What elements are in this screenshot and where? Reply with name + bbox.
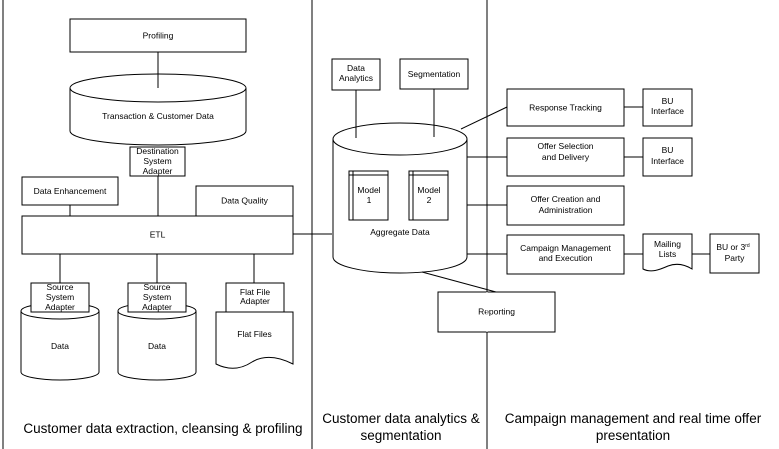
data-2-label: Data — [148, 341, 166, 351]
reporting-label: Reporting — [478, 307, 515, 317]
section-label-extraction: Customer data extraction, cleansing & pr… — [23, 421, 302, 436]
bu-interface-2-line2: Interface — [651, 156, 684, 166]
section-label-analytics-line1: Customer data analytics & — [322, 411, 480, 426]
connector-aggregate-response — [460, 106, 508, 130]
source-data-db-1[interactable]: Data — [20, 302, 100, 381]
model-2[interactable]: Model 2 — [408, 170, 449, 221]
aggregate-data-label: Aggregate Data — [370, 227, 430, 237]
destination-system-adapter[interactable]: Destination System Adapter — [129, 146, 186, 177]
data-enhancement-label: Data Enhancement — [34, 186, 107, 196]
data-quality-box[interactable]: Data Quality — [195, 185, 294, 217]
segmentation-box[interactable]: Segmentation — [399, 58, 469, 90]
model-2-line2: 2 — [427, 195, 432, 205]
campaign-management-box[interactable]: Campaign Management and Execution — [506, 234, 625, 275]
model-1[interactable]: Model 1 — [348, 170, 389, 221]
destination-adapter-line2: System — [143, 156, 171, 166]
source-adapter-1-line2: System — [46, 292, 74, 302]
mailing-lists-line1: Mailing — [654, 239, 681, 249]
source-adapter-2-line1: Source — [144, 282, 171, 292]
response-tracking-label: Response Tracking — [529, 103, 602, 113]
bu-third-party-line1: BU or 3rd — [716, 242, 749, 252]
section-label-campaign-line2: presentation — [596, 428, 670, 443]
bu-interface-1[interactable]: BU Interface — [642, 88, 693, 127]
campaign-mgmt-line2: and Execution — [539, 253, 593, 263]
offer-creation-line2: Administration — [539, 205, 593, 215]
bu-third-party-line2: Party — [725, 253, 746, 263]
flat-files-document[interactable]: Flat Files — [215, 311, 294, 369]
transaction-customer-db[interactable]: Transaction & Customer Data — [69, 73, 247, 146]
source-adapter-2-line3: Adapter — [142, 302, 172, 312]
data-1-label: Data — [51, 341, 69, 351]
destination-adapter-line1: Destination — [136, 146, 179, 156]
offer-creation-box[interactable]: Offer Creation and Administration — [506, 185, 625, 226]
offer-selection-line2: and Delivery — [542, 152, 590, 162]
section-label-analytics-line2: segmentation — [360, 428, 441, 443]
source-data-db-2[interactable]: Data — [117, 302, 197, 381]
campaign-mgmt-line1: Campaign Management — [520, 243, 611, 253]
data-analytics-box[interactable]: Data Analytics — [331, 58, 381, 91]
profiling-box[interactable]: Profiling — [69, 18, 247, 53]
mailing-lists-document[interactable]: Mailing Lists — [642, 233, 693, 272]
source-system-adapter-2[interactable]: Source System Adapter — [127, 282, 187, 313]
bu-third-party-superscript: rd — [745, 243, 750, 249]
source-adapter-1-line1: Source — [47, 282, 74, 292]
model-2-line1: Model — [417, 185, 440, 195]
flat-file-adapter-line1: Flat File — [240, 287, 271, 297]
data-enhancement-box[interactable]: Data Enhancement — [21, 176, 119, 206]
bu-interface-2-line1: BU — [662, 145, 674, 155]
bu-third-party-text: BU or 3 — [716, 242, 745, 252]
connector-aggregate-reporting — [421, 271, 497, 293]
destination-adapter-line3: Adapter — [143, 166, 173, 176]
etl-label: ETL — [150, 230, 166, 240]
segmentation-label: Segmentation — [408, 69, 461, 79]
model-1-line2: 1 — [367, 195, 372, 205]
bu-third-party-box[interactable]: BU or 3rd Party — [709, 233, 760, 274]
offer-selection-box[interactable]: Offer Selection and Delivery — [506, 137, 625, 177]
section-label-campaign-line1: Campaign management and real time offer — [505, 411, 762, 426]
source-adapter-1-line3: Adapter — [45, 302, 75, 312]
bu-interface-1-line2: Interface — [651, 106, 684, 116]
reporting-box[interactable]: Reporting — [437, 291, 556, 333]
source-adapter-2-line2: System — [143, 292, 171, 302]
flat-file-adapter-line2: Adapter — [240, 296, 270, 306]
flat-files-label: Flat Files — [237, 329, 271, 339]
offer-creation-line1: Offer Creation and — [531, 194, 601, 204]
data-quality-label: Data Quality — [221, 196, 269, 206]
offer-selection-line1: Offer Selection — [537, 141, 593, 151]
profiling-label: Profiling — [143, 31, 174, 41]
bu-interface-1-line1: BU — [662, 96, 674, 106]
data-analytics-line2: Analytics — [339, 73, 373, 83]
flat-file-adapter[interactable]: Flat File Adapter — [225, 282, 285, 313]
response-tracking-box[interactable]: Response Tracking — [506, 88, 625, 127]
mailing-lists-line2: Lists — [659, 249, 676, 259]
source-system-adapter-1[interactable]: Source System Adapter — [30, 282, 90, 313]
model-1-line1: Model — [357, 185, 380, 195]
etl-box[interactable]: ETL — [21, 215, 294, 255]
bu-interface-2[interactable]: BU Interface — [642, 137, 693, 177]
transaction-db-label: Transaction & Customer Data — [102, 111, 214, 121]
data-analytics-line1: Data — [347, 63, 365, 73]
